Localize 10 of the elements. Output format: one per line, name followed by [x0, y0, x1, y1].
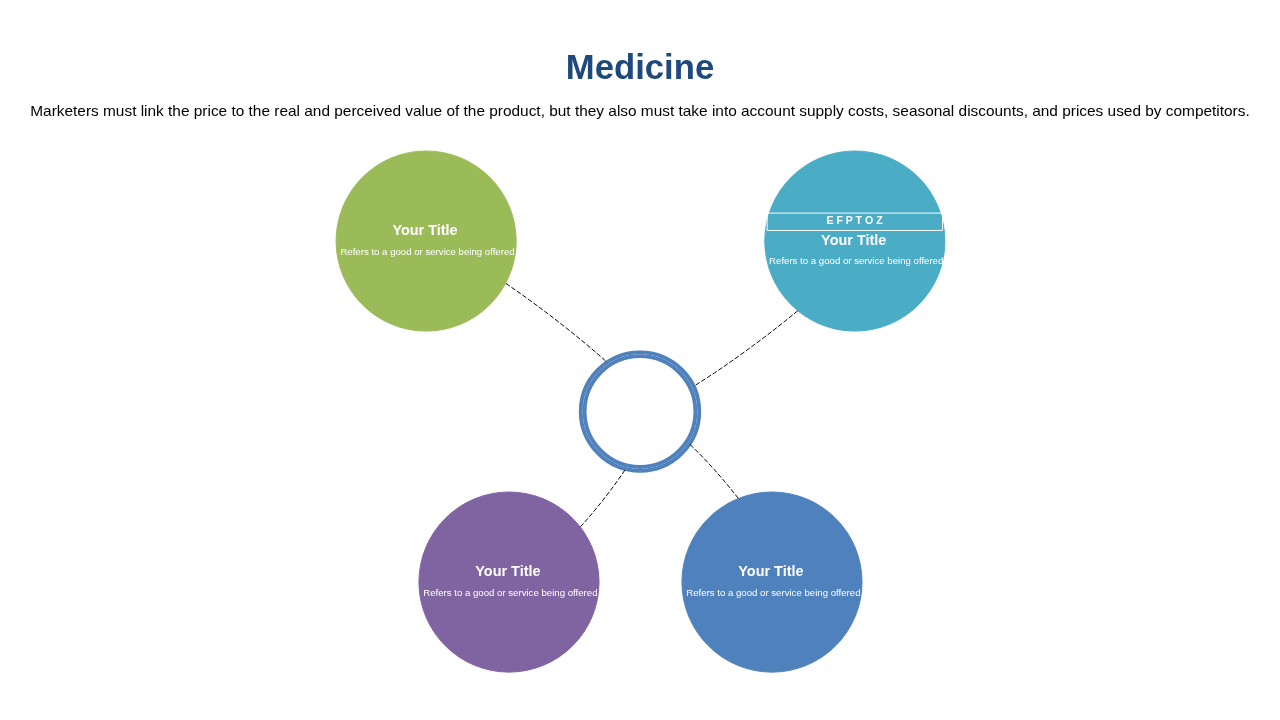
node-circle: Your Title Refers to a good or service being offered	[335, 150, 517, 332]
node-circle: Your Title Refers to a good or service being offered	[681, 491, 863, 673]
connector	[505, 282, 608, 363]
connector	[689, 443, 739, 499]
connector	[579, 468, 626, 527]
connector	[693, 309, 799, 387]
diagram-title: Medicine	[565, 47, 715, 86]
node-circle: Your Title Refers to a good or service being offered	[418, 491, 600, 673]
label: Marketers must link the price to the real and perceived value of the product, but they also must take into account supply costs, seasonal discounts, and prices used by competitors.	[30, 101, 1250, 119]
node-glasses	[578, 349, 702, 473]
